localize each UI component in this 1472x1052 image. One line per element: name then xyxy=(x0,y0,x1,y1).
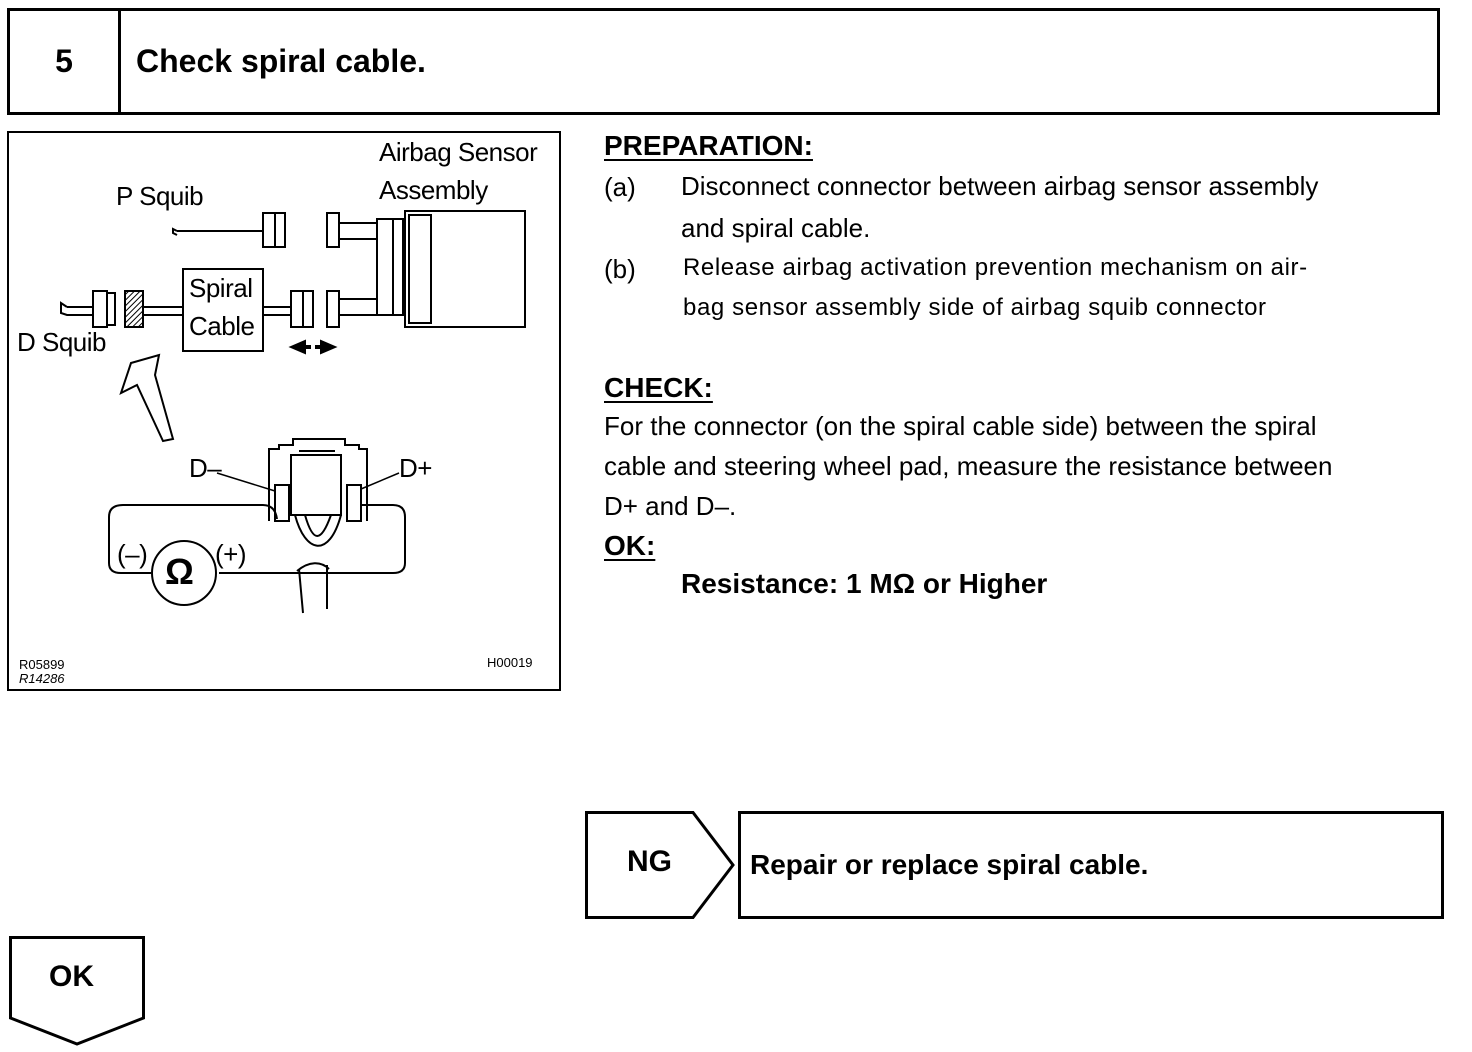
figure-code-2: R14286 xyxy=(19,671,65,686)
preparation-heading: PREPARATION: xyxy=(604,130,813,161)
check-line3: D+ and D–. xyxy=(604,491,737,521)
step-number: 5 xyxy=(10,11,121,112)
prep-item-b-letter: (b) xyxy=(604,254,636,284)
label-d-squib: D Squib xyxy=(17,327,107,357)
label-assembly: Assembly xyxy=(379,175,488,205)
label-positive: (+) xyxy=(215,539,247,569)
resistance-spec: Resistance: 1 MΩ or Higher xyxy=(681,568,1048,599)
label-d-plus: D+ xyxy=(399,453,432,483)
ng-label: NG xyxy=(627,845,672,878)
label-negative: (–) xyxy=(117,539,148,569)
label-p-squib: P Squib xyxy=(116,181,204,211)
label-cable: Cable xyxy=(189,311,255,341)
prep-item-a-line1: Disconnect connector between airbag sens… xyxy=(681,171,1319,201)
check-line2: cable and steering wheel pad, measure th… xyxy=(604,451,1333,481)
p-squib-connector xyxy=(262,212,276,248)
ok-label: OK xyxy=(49,960,94,993)
ng-action-text: Repair or replace spiral cable. xyxy=(750,849,1149,880)
ok-tag: OK xyxy=(9,936,145,1046)
direction-arrow xyxy=(119,353,175,443)
spiral-cable-box xyxy=(182,268,264,352)
step-header: 5 Check spiral cable. xyxy=(7,8,1440,115)
ng-action-box: Repair or replace spiral cable. xyxy=(738,811,1444,919)
label-spiral: Spiral xyxy=(189,273,253,303)
figure-code-3: H00019 xyxy=(487,655,533,670)
ok-heading: OK: xyxy=(604,530,656,561)
step-title: Check spiral cable. xyxy=(136,43,426,79)
ohmmeter xyxy=(151,540,217,606)
prep-item-a-line2: and spiral cable. xyxy=(681,213,871,243)
check-line1: For the connector (on the spiral cable s… xyxy=(604,411,1317,441)
diagram-drawing xyxy=(60,210,526,614)
figure-code-1: R05899 xyxy=(19,657,65,672)
ng-tag: NG xyxy=(585,811,737,919)
spiral-cable-connector xyxy=(290,290,304,328)
prep-item-b-line2: bag sensor assembly side of airbag squib… xyxy=(683,294,1267,321)
prep-item-b-line1: Release airbag activation prevention mec… xyxy=(683,254,1308,281)
d-squib-connector xyxy=(92,290,108,328)
label-airbag-sensor: Airbag Sensor xyxy=(379,137,538,167)
check-heading: CHECK: xyxy=(604,372,713,403)
airbag-sensor-box xyxy=(404,210,526,328)
spiral-cable-diagram: Airbag Sensor Assembly P Squib Spiral Ca… xyxy=(7,131,561,691)
prep-item-a-letter: (a) xyxy=(604,172,636,202)
label-d-minus: D– xyxy=(189,453,222,483)
ohm-symbol: Ω xyxy=(165,551,194,592)
shorting-connector xyxy=(124,290,144,328)
